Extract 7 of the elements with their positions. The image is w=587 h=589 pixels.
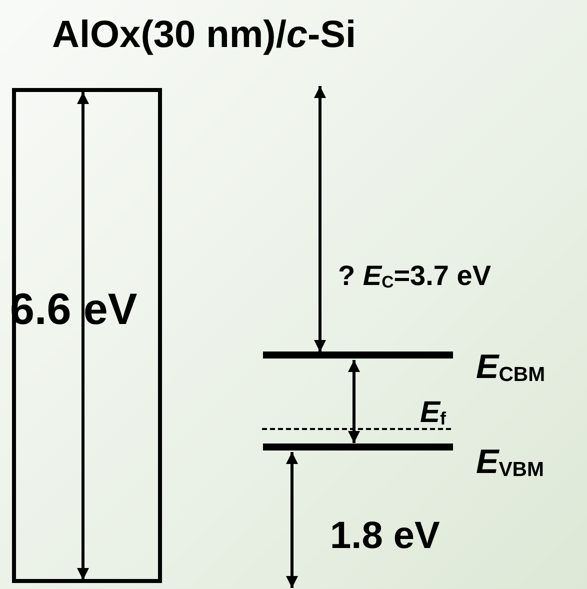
band-gap-box <box>12 88 162 583</box>
energy-value: ? E$_{C}$=3.7 eV <box>338 262 492 292</box>
level-label: E$_{VBM}$ <box>476 445 544 480</box>
level-label: E$_{CBM}$ <box>476 350 546 386</box>
diagram-title: AlOx(30 nm)/c-Si <box>52 16 356 54</box>
energy-value: 1.8 eV <box>330 517 440 555</box>
level-label: E$_{f}$ <box>420 398 446 428</box>
